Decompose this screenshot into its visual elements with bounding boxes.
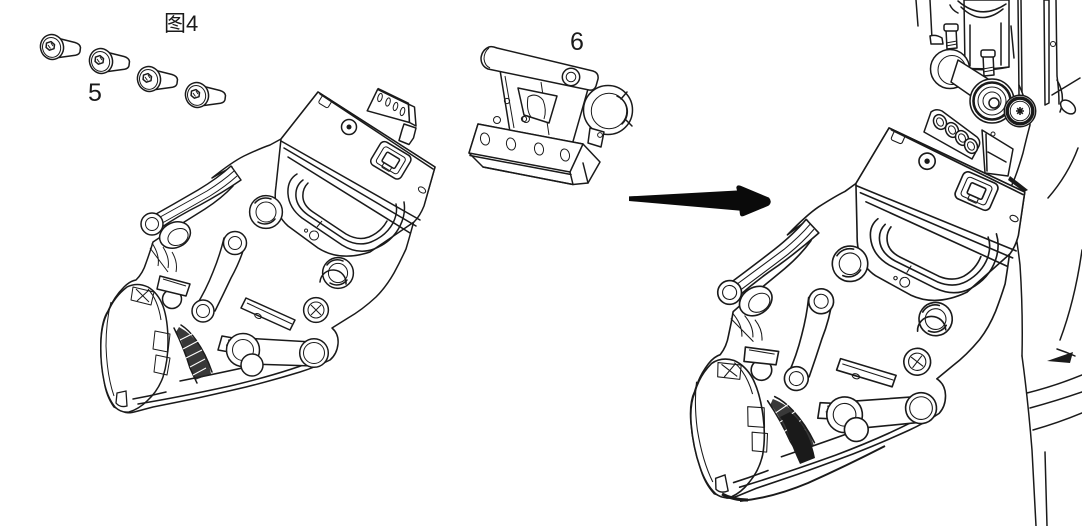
svg-text:6: 6	[570, 28, 584, 56]
svg-text:5: 5	[88, 79, 102, 107]
svg-text:图4: 图4	[164, 11, 198, 36]
